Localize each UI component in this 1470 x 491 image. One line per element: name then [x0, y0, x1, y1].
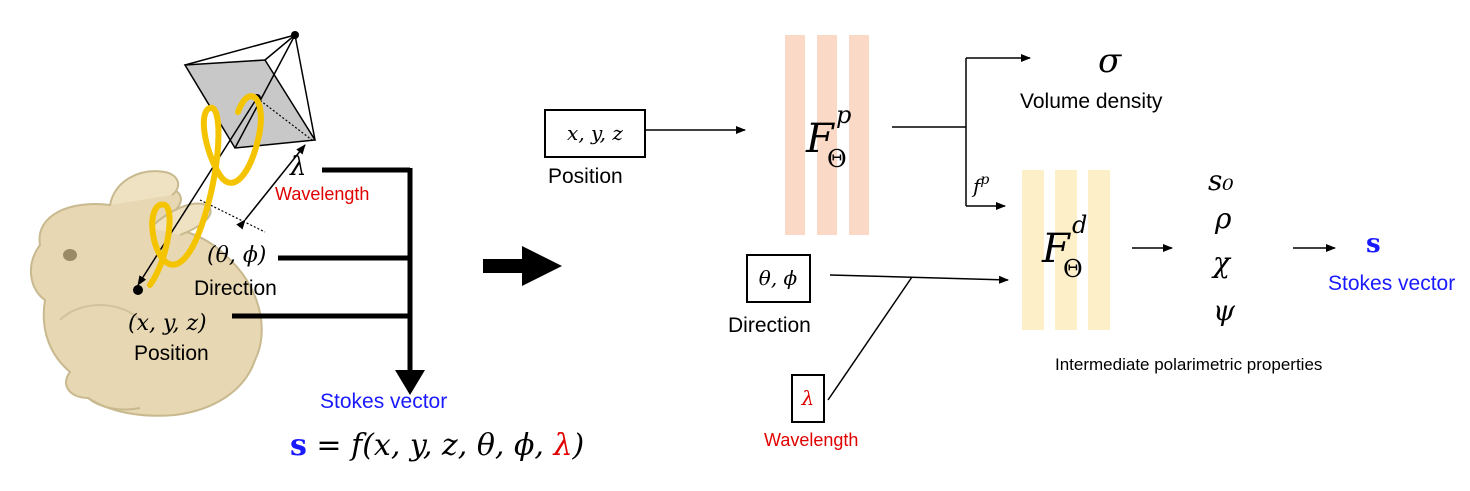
svg-text:λ: λ [801, 386, 815, 410]
lambda-symbol: λ [289, 152, 306, 182]
svg-text:Θ: Θ [827, 145, 847, 173]
svg-text:x, y, z: x, y, z [567, 121, 623, 145]
stokes-equation: s = f(x, y, z, θ, ϕ, λ) [290, 428, 584, 463]
stokes-bus [232, 167, 425, 395]
svg-text:s₀: s₀ [1208, 164, 1234, 197]
pipeline-direction-label: Direction [728, 314, 811, 337]
pipeline-position-label: Position [548, 165, 623, 188]
svg-text:Θ: Θ [1063, 255, 1083, 283]
volume-density-label: Volume density [1020, 90, 1163, 113]
wavelength-arrow [236, 144, 306, 230]
svg-text:p: p [836, 101, 851, 129]
direction-symbol: (θ, ϕ) [207, 243, 266, 268]
position-input-box [544, 109, 646, 158]
transition-arrow [483, 246, 562, 286]
stokes-vector-label: Stokes vector [320, 390, 447, 413]
svg-text:ψ: ψ [1213, 294, 1236, 327]
position-point [133, 285, 143, 295]
sigma-symbol: σ [1098, 41, 1122, 81]
direction-input-box [746, 254, 811, 303]
svg-text:F: F [805, 116, 835, 162]
svg-text:F: F [1041, 226, 1071, 272]
svg-text:ρ: ρ [1214, 202, 1232, 235]
svg-text:χ: χ [1211, 246, 1232, 279]
output-stokes-symbol: s [1366, 229, 1381, 259]
fd-inputs [827, 274, 1009, 401]
svg-text:θ, ϕ: θ, ϕ [759, 266, 798, 290]
position-label: Position [134, 342, 209, 365]
position-network: F Θ p [785, 35, 869, 235]
position-symbol: (x, y, z) [128, 311, 207, 336]
feature-symbol: fp [971, 172, 989, 198]
wavelength-input-box [791, 374, 825, 423]
direction-network: F Θ d [1022, 170, 1110, 330]
output-stokes-label: Stokes vector [1328, 272, 1455, 295]
direction-label: Direction [194, 277, 277, 300]
polarimetric-properties: s₀ ρ χ ψ [1208, 164, 1236, 327]
properties-label: Intermediate polarimetric properties [1055, 355, 1322, 374]
wavelength-label: Wavelength [275, 184, 369, 204]
pipeline-wavelength-label: Wavelength [764, 430, 858, 450]
svg-text:d: d [1072, 211, 1087, 239]
light-wave [147, 93, 264, 288]
fp-branch [892, 54, 1031, 210]
